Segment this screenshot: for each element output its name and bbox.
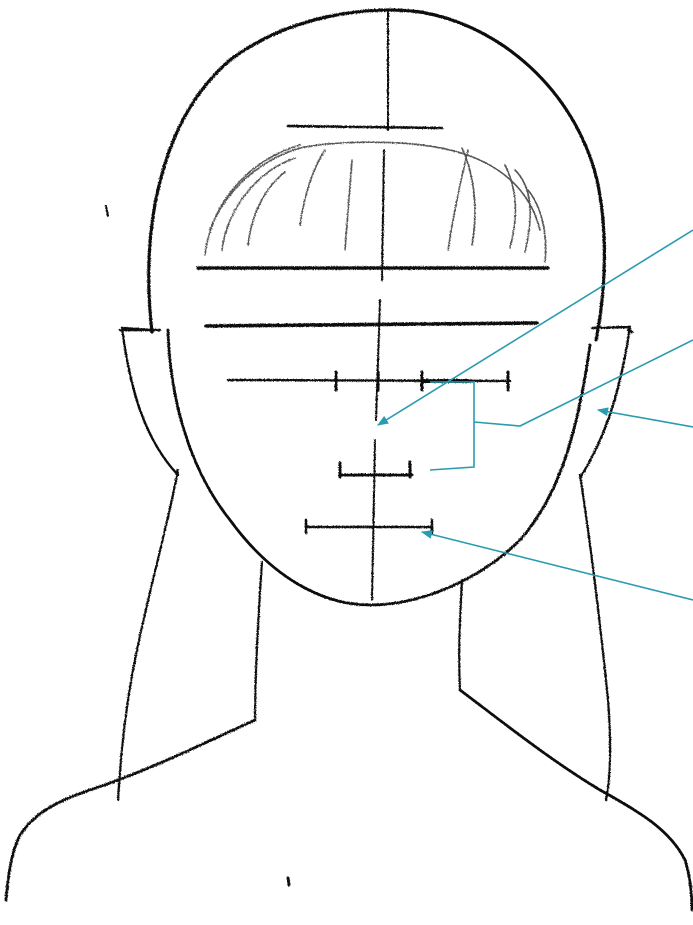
nose-base-line: [340, 462, 412, 477]
pencil-sketch: [6, 10, 692, 910]
nose-range-bracket: [430, 382, 474, 470]
neck-right: [459, 580, 462, 690]
left-shoulder: [6, 720, 255, 900]
neck-left: [255, 562, 262, 720]
mouth-line: [306, 520, 432, 533]
stray-mark-left: [106, 206, 108, 216]
mouth-pointer: [422, 532, 693, 600]
head-outline: [149, 10, 605, 340]
brow-line: [206, 323, 537, 326]
crown-line: [288, 126, 442, 128]
right-ear: [580, 327, 632, 478]
annotation-layer: [378, 230, 693, 600]
center-line-pointer: [378, 230, 693, 425]
center-guideline: [372, 12, 388, 600]
hair-bangs: [205, 142, 546, 262]
hair-right-strand: [580, 475, 610, 800]
right-shoulder: [460, 690, 692, 910]
hair-left-strand: [118, 470, 178, 800]
stray-mark-bottom: [288, 878, 289, 885]
jaw-pointer: [598, 410, 693, 427]
